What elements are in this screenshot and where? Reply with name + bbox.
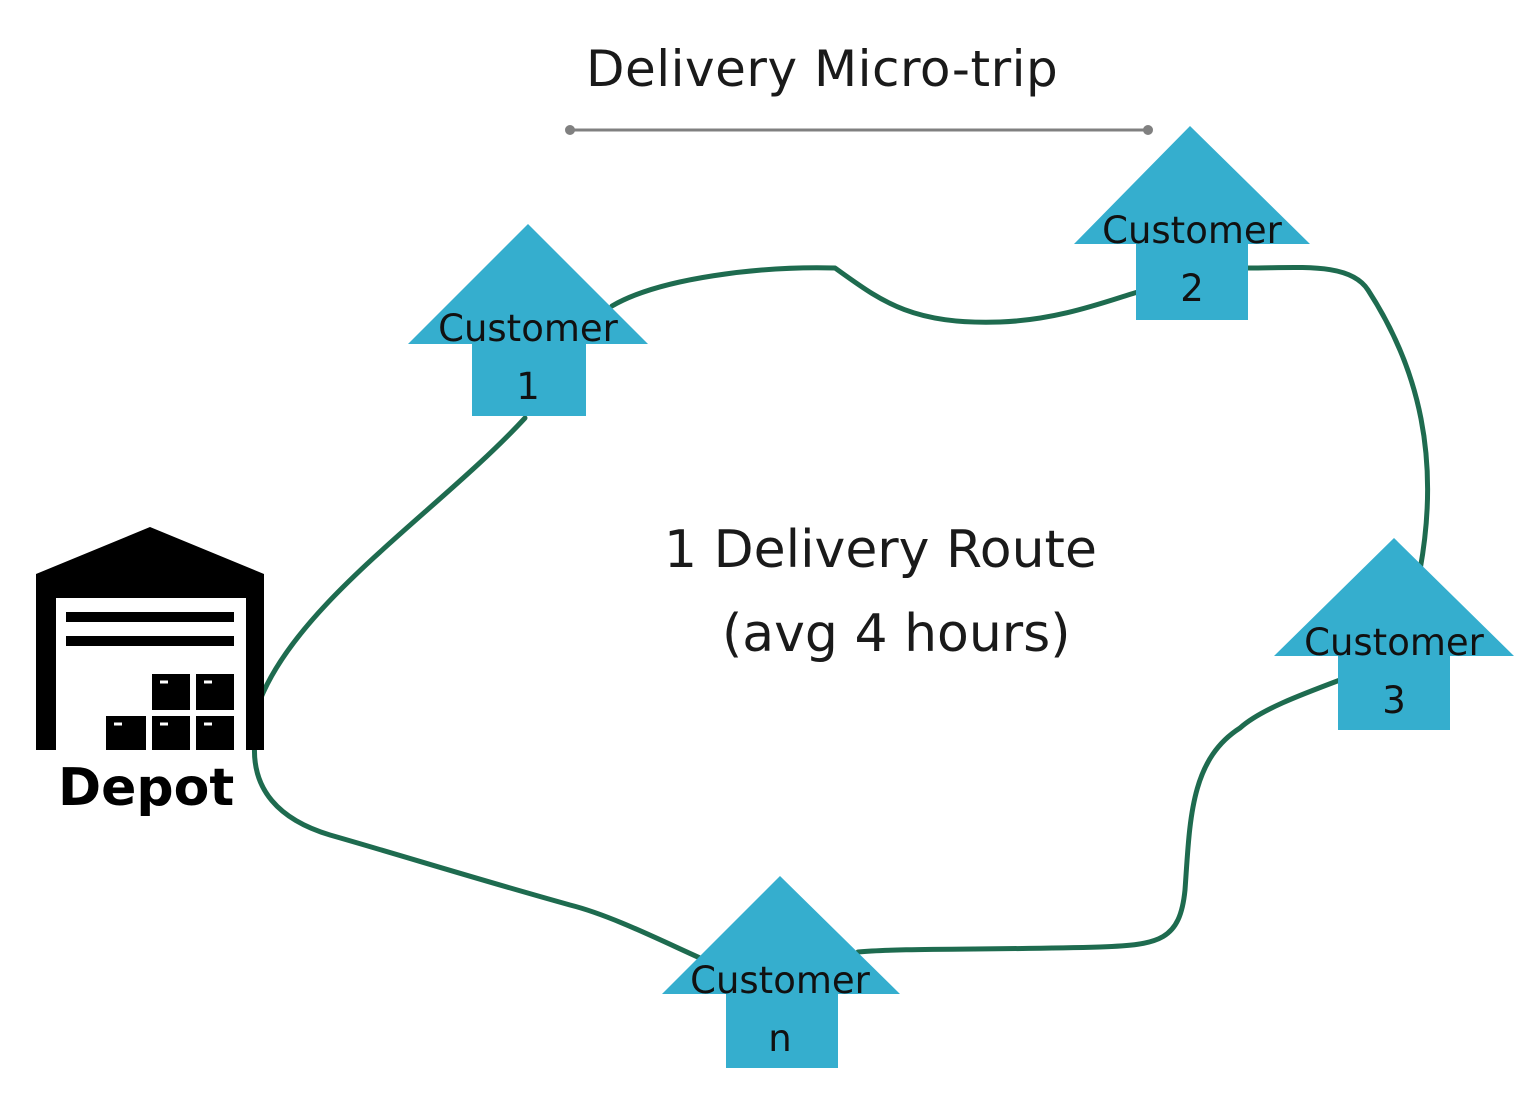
customer-3-label: Customer 3 [1274,614,1514,730]
customer-1-label: Customer 1 [408,300,648,416]
warehouse-icon [36,527,264,750]
customer-2-name: Customer [1102,209,1282,252]
customer-2-label: Customer 2 [1072,202,1312,318]
customer-n-id: n [768,1017,792,1060]
route-label-line2: (avg 4 hours) [722,604,1071,664]
customer-3-house-icon [1274,538,1514,730]
customer-n-label: Customer n [660,952,900,1068]
customer-n-house-icon [662,876,900,1068]
delivery-route-path [251,264,1431,961]
customer-1-house-icon [408,224,648,416]
customer-2-id: 2 [1180,267,1204,310]
customer-n-name: Customer [690,959,870,1002]
customer-2-house-icon [1074,126,1310,320]
customer-3-id: 3 [1382,679,1406,722]
depot-label: Depot [58,758,235,818]
route-label-line1: 1 Delivery Route [664,520,1097,580]
customer-3-name: Customer [1304,621,1484,664]
micro-trip-bar [565,125,1153,135]
diagram-title: Delivery Micro-trip [586,40,1059,98]
customer-1-name: Customer [438,307,618,350]
customer-1-id: 1 [516,365,540,408]
